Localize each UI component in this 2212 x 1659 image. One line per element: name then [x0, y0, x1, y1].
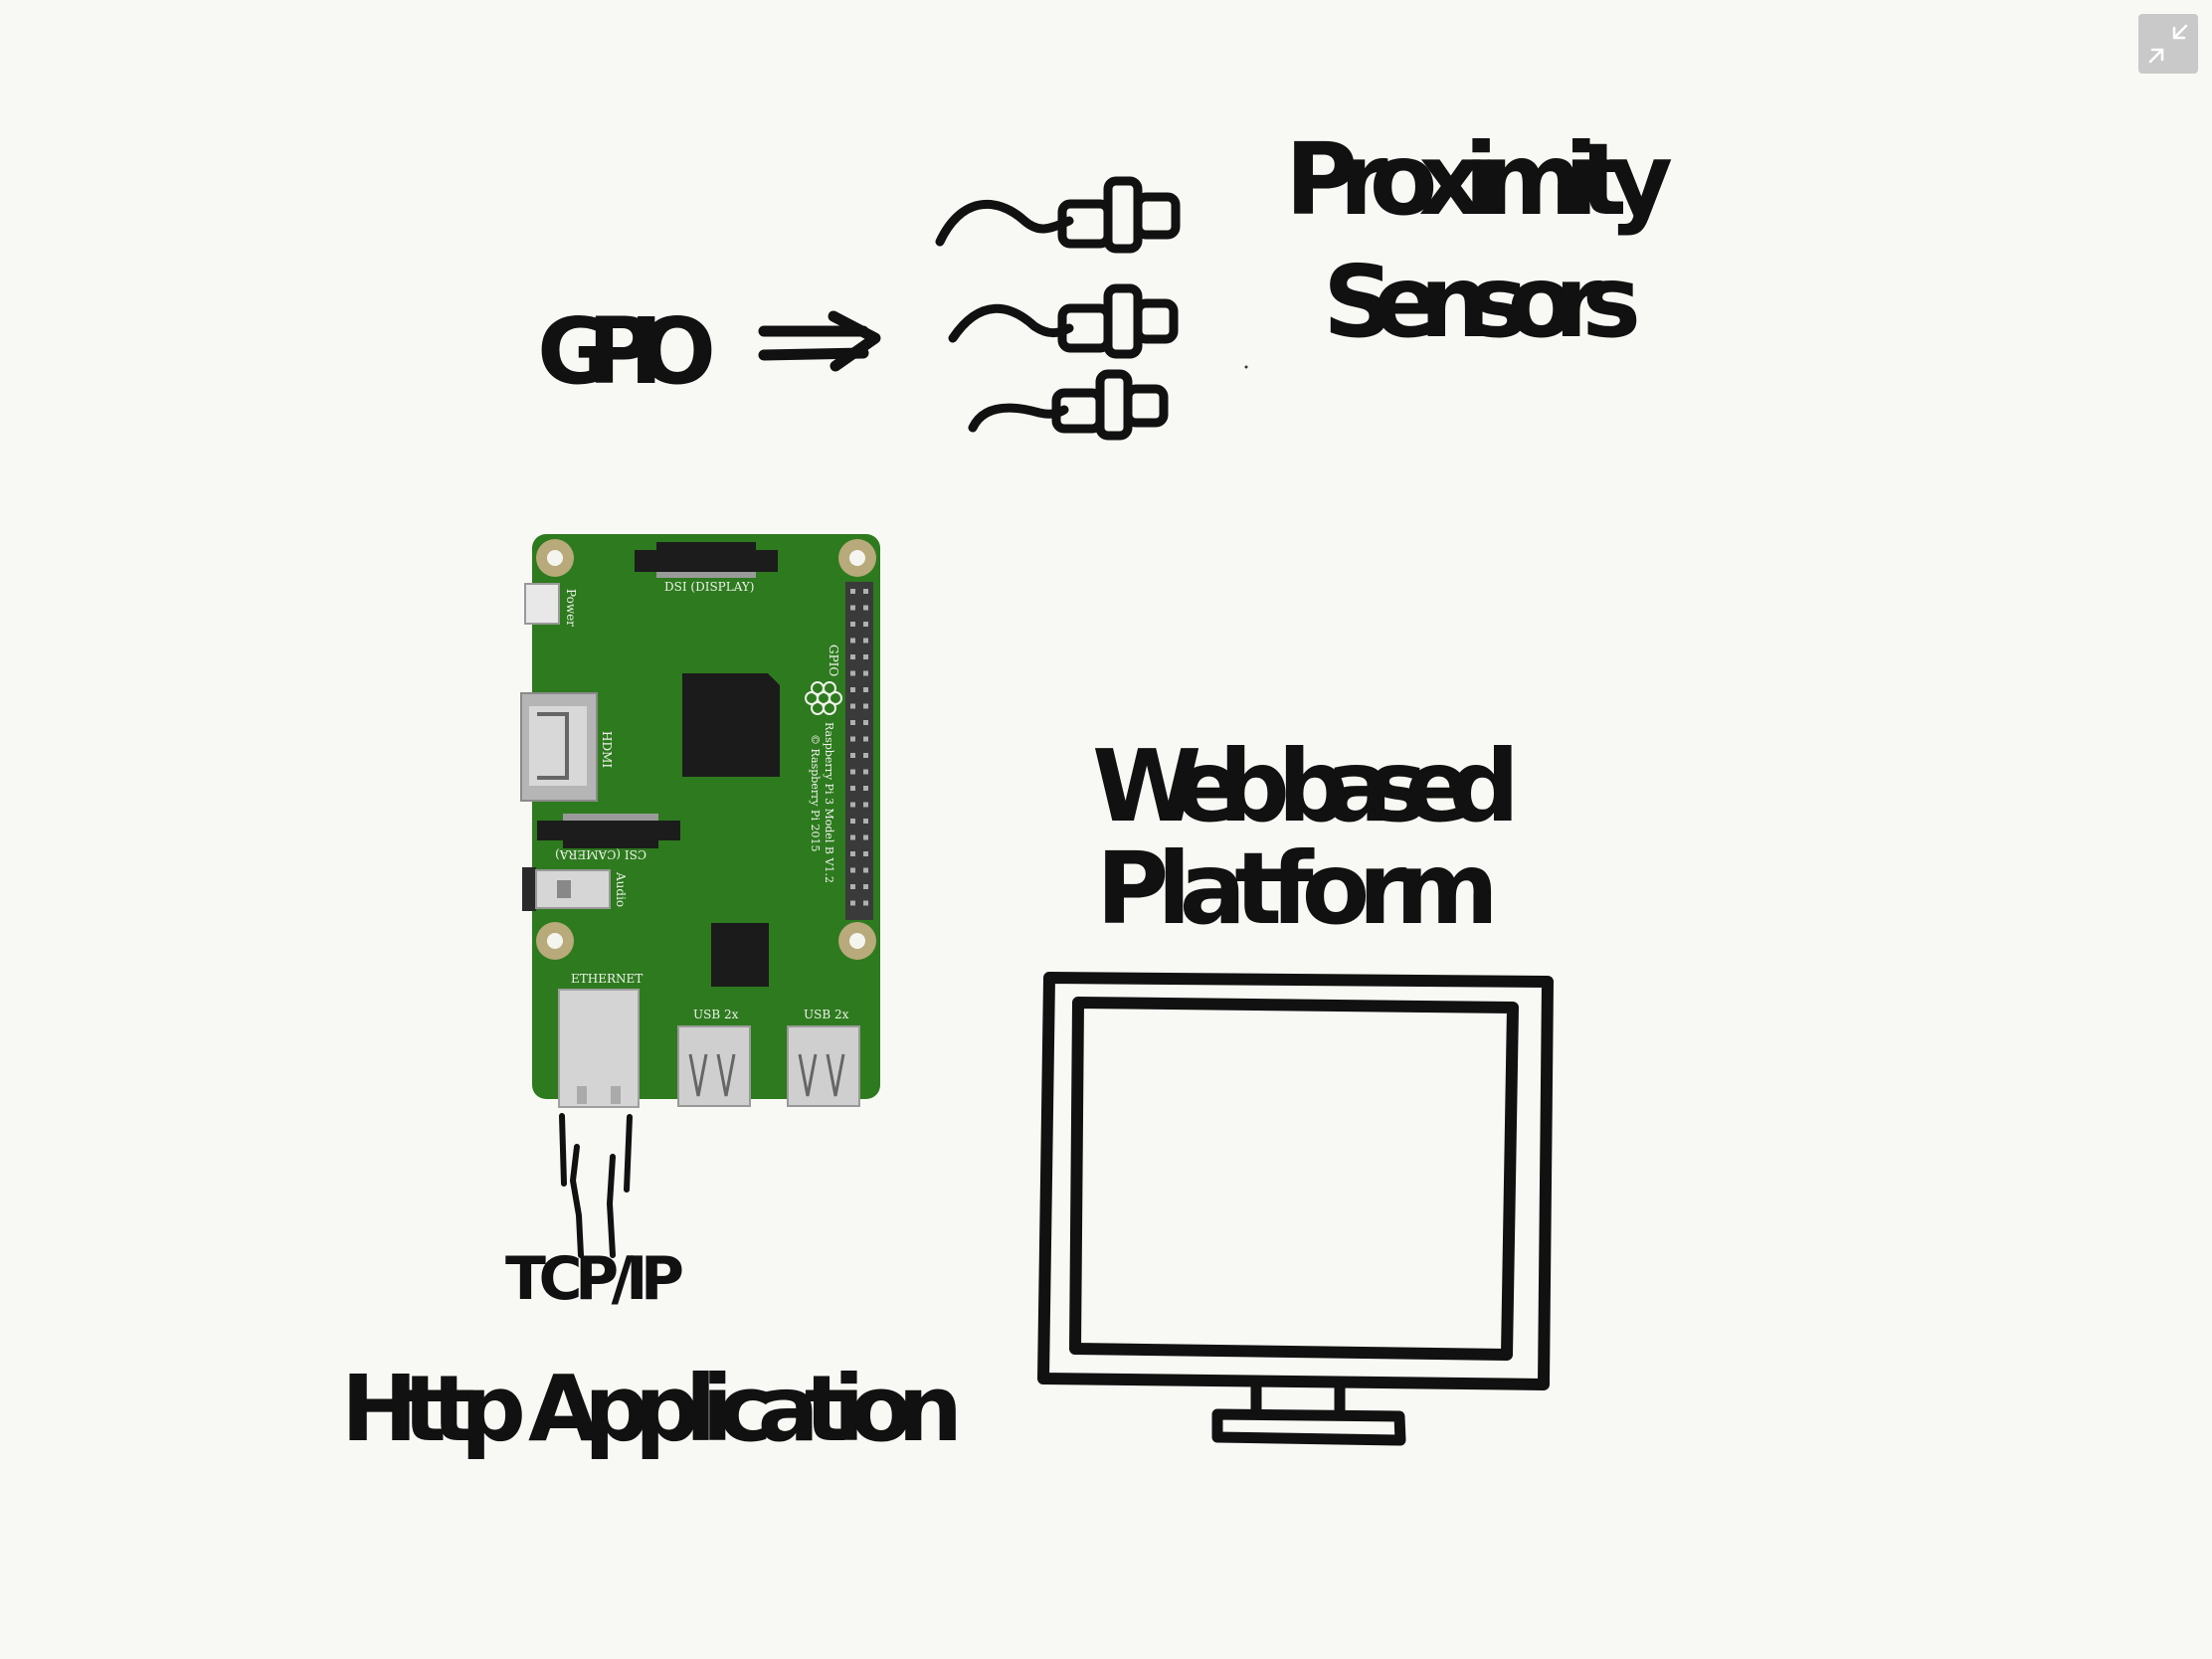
gpio-pin — [850, 802, 855, 808]
ethernet-port — [558, 989, 640, 1108]
gpio-pin — [850, 834, 855, 840]
model-label: Raspberry Pi 3 Model B V1.2 — [823, 722, 835, 883]
tcpip-label: TCP/IP — [505, 1244, 684, 1314]
gpio-pin — [863, 819, 868, 824]
web-platform-label-line2: Platform — [1096, 830, 1499, 947]
usb-label: USB 2x — [804, 1008, 849, 1021]
gpio-pin — [863, 622, 868, 627]
gpio-pin — [863, 720, 868, 725]
proximity-sensor-icon — [948, 283, 1179, 359]
gpio-pin — [863, 786, 868, 791]
audio-label: Audio — [614, 871, 628, 907]
gpio-pin — [850, 819, 855, 824]
usb-port — [677, 1025, 751, 1107]
usb-label: USB 2x — [693, 1008, 739, 1021]
gpio-pin — [863, 834, 868, 840]
gpio-pins — [850, 589, 868, 906]
gpio-pin — [863, 654, 868, 659]
copyright-label: © Raspberry Pi 2015 — [809, 734, 822, 851]
gpio-pin — [863, 638, 868, 644]
proximity-label-line2: Sensors — [1323, 244, 1641, 360]
gpio-pin — [850, 900, 855, 906]
audio-jack — [522, 867, 611, 911]
gpio-pin — [850, 786, 855, 791]
power-label: Power — [564, 589, 578, 627]
mounting-hole — [838, 922, 876, 960]
gpio-pin — [863, 605, 868, 611]
gpio-pin — [850, 703, 855, 709]
double-arrow-icon — [758, 310, 881, 372]
gpio-pin — [863, 769, 868, 775]
raspberry-logo-icon — [805, 681, 842, 715]
gpio-pin — [850, 670, 855, 676]
web-platform-label-line1: Web based — [1092, 728, 1520, 844]
gpio-pin — [850, 687, 855, 692]
hdmi-port — [520, 692, 598, 802]
gpio-pin — [850, 638, 855, 644]
gpio-pin — [863, 851, 868, 856]
gpio-pin — [863, 802, 868, 808]
gpio-pin — [850, 851, 855, 856]
gpio-pin — [850, 736, 855, 742]
gpio-label: GPIO — [537, 298, 716, 405]
dsi-label: DSI (DISPLAY) — [664, 580, 755, 594]
gpio-pin — [863, 670, 868, 676]
gpio-pin — [863, 736, 868, 742]
collapse-button[interactable] — [2138, 14, 2198, 74]
gpio-pin — [863, 687, 868, 692]
csi-connector — [537, 821, 680, 840]
http-application-label: Http Application — [341, 1356, 963, 1462]
soc-chip — [682, 673, 780, 777]
stray-ink-dot — [1244, 365, 1248, 369]
gpio-pin — [850, 884, 855, 889]
gpio-pin — [850, 654, 855, 659]
ethernet-label: ETHERNET — [571, 972, 643, 986]
network-cable — [559, 1113, 633, 1258]
gpio-header — [845, 582, 873, 920]
gpio-pin — [863, 703, 868, 709]
gpio-pin — [850, 867, 855, 873]
mounting-hole — [536, 539, 574, 577]
gpio-pin — [850, 769, 855, 775]
lan-chip — [711, 923, 769, 987]
proximity-sensor-icon — [935, 176, 1181, 254]
usb-port — [787, 1025, 860, 1107]
gpio-pin — [863, 867, 868, 873]
gpio-pin — [863, 900, 868, 906]
gpio-pin — [850, 605, 855, 611]
mounting-hole — [536, 922, 574, 960]
collapse-arrows-icon — [2148, 24, 2188, 64]
gpio-pin — [863, 589, 868, 594]
proximity-sensor-icon — [968, 369, 1169, 441]
dsi-connector — [635, 550, 778, 572]
gpio-pin — [863, 884, 868, 889]
gpio-pin — [863, 753, 868, 758]
gpio-pin — [850, 589, 855, 594]
gpio-pin — [850, 622, 855, 627]
monitor-icon — [1037, 972, 1554, 1446]
power-connector — [524, 583, 560, 625]
hdmi-label: HDMI — [600, 731, 614, 768]
gpio-board-label: GPIO — [827, 645, 840, 676]
gpio-pin — [850, 720, 855, 725]
pcb — [532, 534, 880, 1099]
gpio-pin — [850, 753, 855, 758]
proximity-label-line1: Proximity — [1285, 121, 1673, 238]
raspberry-pi-board: DSI (DISPLAY) Power GPIO Raspberry Pi 3 … — [520, 534, 880, 1108]
mounting-hole — [838, 539, 876, 577]
csi-label: CSI (CAMERA) — [555, 847, 646, 861]
